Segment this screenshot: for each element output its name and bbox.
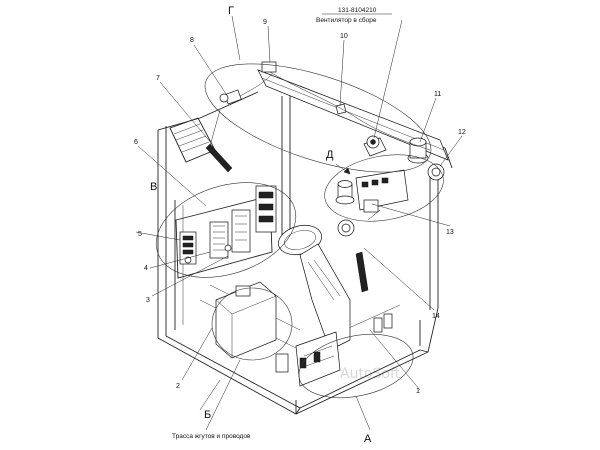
callout-labels: Г В Д Б А 1 2 3 4 5 6 7 8 9 10 11 12 13 … — [134, 5, 466, 445]
view-label-v: В — [150, 181, 157, 193]
view-label-g: Г — [228, 5, 234, 17]
view-label-a: А — [364, 433, 372, 445]
battery-box — [215, 281, 277, 359]
callout-14: 14 — [432, 313, 440, 320]
switch-block-13 — [363, 199, 379, 213]
left-control-panel — [175, 185, 277, 279]
callout-13: 13 — [446, 229, 454, 236]
roof-console — [205, 61, 449, 237]
callout-7: 7 — [156, 75, 160, 82]
detail-outline-d — [324, 154, 444, 222]
detail-outline-g — [204, 63, 432, 173]
callout-3: 3 — [146, 297, 150, 304]
wiper-arm — [205, 143, 233, 173]
callout-9: 9 — [263, 19, 267, 26]
detail-outline-v — [155, 182, 297, 278]
callout-5: 5 — [138, 231, 142, 238]
part-caption: Вентилятор в сборе — [316, 16, 377, 24]
callout-4: 4 — [144, 265, 148, 272]
callout-12: 12 — [458, 129, 466, 136]
steering-column — [278, 209, 381, 351]
harness-caption: Трасса жгутов и проводов — [172, 433, 251, 440]
view-label-d: Д — [326, 149, 334, 161]
part-number: 131-8104210 — [338, 7, 377, 14]
callout-2: 2 — [176, 383, 180, 390]
callout-1: 1 — [416, 388, 420, 395]
leader-lines — [135, 15, 463, 431]
control-lever — [355, 251, 369, 293]
callout-6: 6 — [134, 139, 138, 146]
seat-area — [215, 281, 393, 387]
view-label-b: Б — [204, 409, 211, 421]
connector-9 — [261, 61, 277, 73]
detail-outline-b — [211, 287, 293, 361]
callout-10: 10 — [340, 33, 348, 40]
callout-11: 11 — [434, 91, 441, 98]
detail-outline-a — [298, 333, 414, 399]
callout-8: 8 — [190, 37, 194, 44]
